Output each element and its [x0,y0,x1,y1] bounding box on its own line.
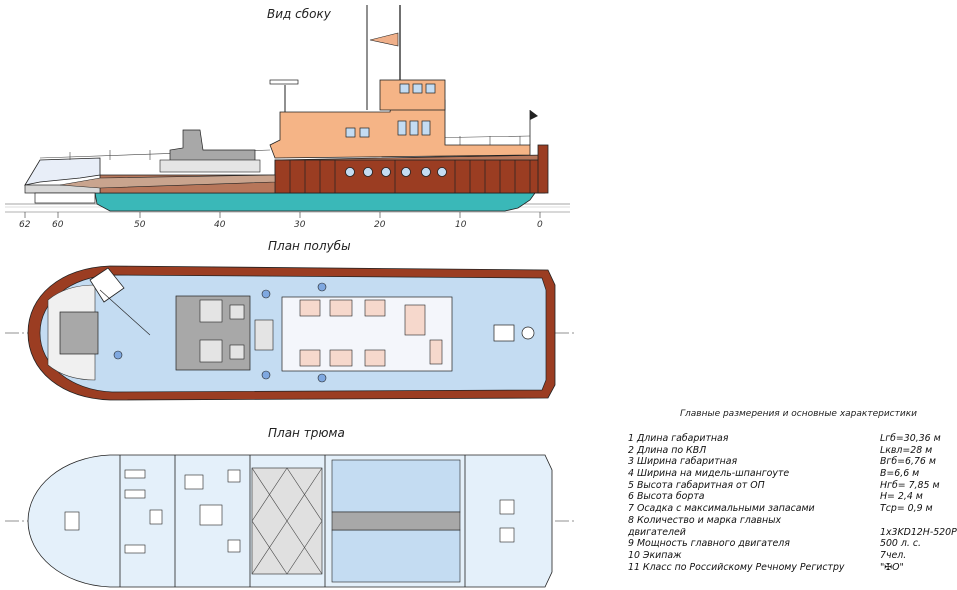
spec-label: 1 Длина габаритная [628,433,729,444]
spec-row: 1 Длина габаритная Lгб=30,36 м [628,433,948,445]
spec-label: 2 Длина по КВЛ [628,444,707,456]
spec-label: 3 Ширина габаритная [628,456,738,468]
spec-value: Lквл=28 м [880,444,933,456]
spec-row: 11 Класс по Российскому Речному Регистру… [628,562,948,574]
spec-label: 4 Ширина на мидель-шпангоуте [628,468,790,480]
specs-title: Главные размерения и основные характерис… [680,409,917,419]
frame-label: 0 [537,220,543,230]
spec-value: Lгб=30,36 м [880,433,941,444]
frame-scale [24,212,541,218]
deck-plan-label: План полубы [268,239,351,253]
spec-value: B=6,6 м [880,468,920,480]
stern-bulwark [24,157,101,186]
deck-plan [5,265,575,401]
spec-label: двигателей [628,526,686,538]
frame-label: 60 [52,220,64,230]
spec-label: 9 Мощность главного двигателя [628,538,790,550]
spec-row: 3 Ширина габаритная Bгб=6,76 м [628,456,948,468]
spec-value: 1x3KD12H-520P [880,526,957,538]
side-view-label: Вид сбоку [267,7,331,21]
spec-label: 7 Осадка с максимальными запасами [628,503,815,515]
spec-row: 9 Мощность главного двигателя 500 л. с. [628,538,948,550]
underwater-hull [94,192,536,212]
spec-value: Bгб=6,76 м [880,456,936,468]
side-view: 62 60 50 40 30 20 10 0 [5,5,570,230]
spec-value: Hгб= 7,85 м [880,479,940,491]
spec-value: 500 л. с. [880,538,921,550]
spec-row: двигателей 1x3KD12H-520P [628,526,957,539]
frame-label: 20 [374,220,386,230]
spec-label: 11 Класс по Российскому Речному Регистру [628,561,845,573]
spec-row: 4 Ширина на мидель-шпангоуте B=6,6 м [628,468,948,480]
spec-row: 2 Длина по КВЛ Lквл=28 м [628,445,948,457]
frame-label: 50 [134,220,146,230]
frame-label: 30 [294,220,306,230]
spec-row: 10 Экипаж 7чел. [628,550,948,562]
spec-value: "✠O" [880,561,904,573]
spec-value: Tср= 0,9 м [880,503,933,515]
spec-value: H= 2,4 м [880,491,923,503]
spec-row: 7 Осадка с максимальными запасами Tср= 0,… [628,503,948,515]
spec-label: 6 Высота борта [628,491,705,503]
side-machinery [169,129,256,163]
spec-row: 5 Высота габаритная от ОП Hгб= 7,85 м [628,480,948,492]
frame-label: 10 [455,220,467,230]
spec-label: 5 Высота габаритная от ОП [628,479,765,491]
hold-plan-label: План трюма [268,426,345,440]
frame-label: 62 [19,220,31,230]
hold-plan [5,454,575,588]
spec-value: 7чел. [880,549,907,561]
spec-label: 10 Экипаж [628,549,682,561]
spec-row: 8 Количество и марка главных [628,515,948,527]
frame-label: 40 [214,220,226,230]
spec-row: 6 Высота борта H= 2,4 м [628,491,948,503]
spec-label: 8 Количество и марка главных [628,514,782,526]
